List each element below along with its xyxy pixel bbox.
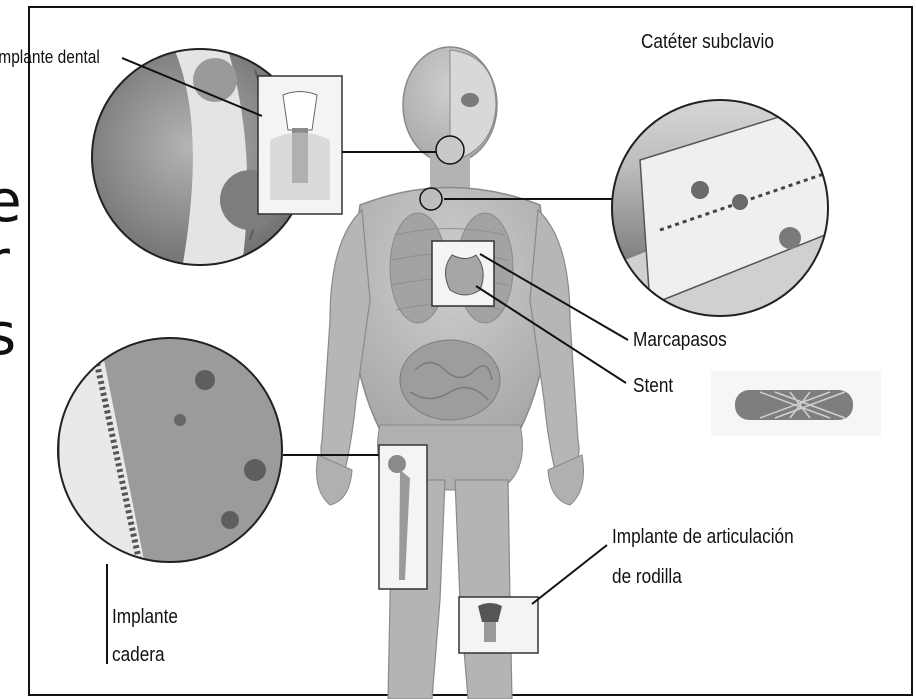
label-knee-line2: de rodilla [612, 565, 682, 590]
label-knee-line1: Implante de articulación [612, 525, 794, 550]
pacemaker-card [432, 241, 494, 306]
label-subclavian-catheter: Catéter subclavio [641, 30, 774, 55]
human-figure [317, 47, 584, 699]
knee-pointer-line [532, 545, 607, 604]
stent-image [711, 371, 881, 436]
label-pacemaker: Marcapasos [633, 328, 727, 353]
catheter-magnifier [600, 60, 850, 316]
dental-implant-card [258, 76, 342, 214]
label-dental-implant: Implante dental [0, 46, 100, 69]
label-stent: Stent [633, 374, 673, 399]
label-hip-line1: Implante [112, 605, 178, 630]
hip-magnifier [58, 338, 282, 565]
hip-implant-card [379, 445, 427, 589]
knee-implant-card [459, 597, 538, 653]
label-hip-line2: cadera [112, 643, 165, 668]
